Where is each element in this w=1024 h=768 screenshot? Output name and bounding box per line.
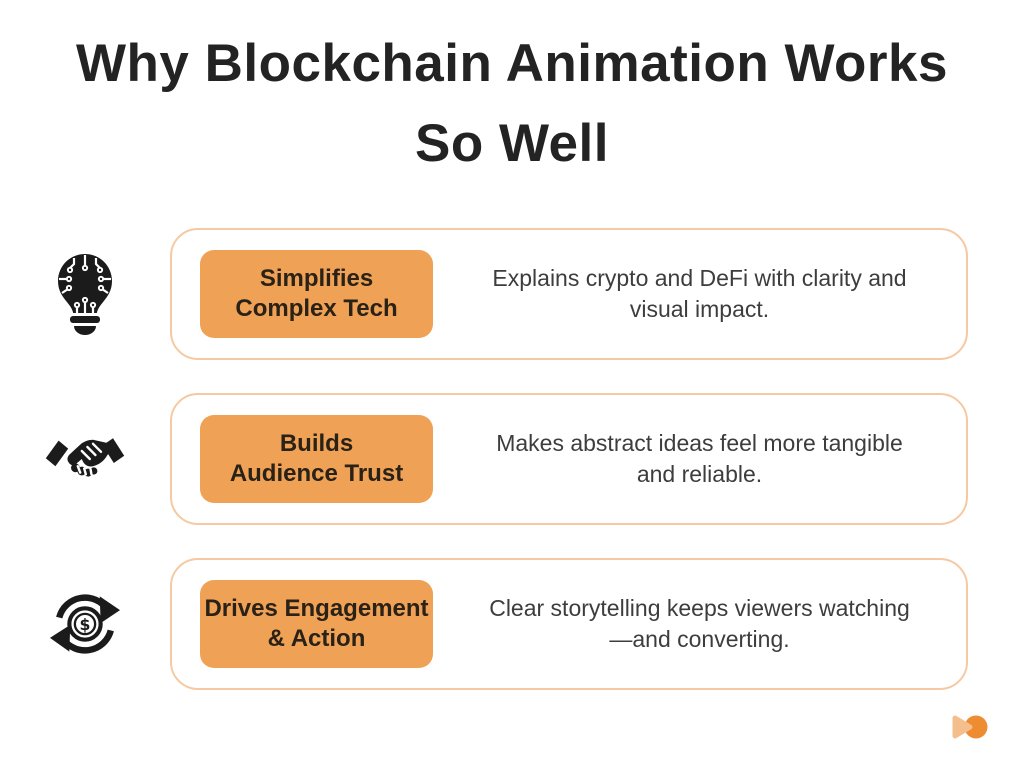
benefit-card: Simplifies Complex Tech Explains crypto … xyxy=(170,228,968,360)
benefit-rows: Simplifies Complex Tech Explains crypto … xyxy=(0,228,1024,723)
page-title-line1: Why Blockchain Animation Works xyxy=(76,34,948,93)
benefit-label: Builds Audience Trust xyxy=(200,415,433,503)
benefit-label-line2: Complex Tech xyxy=(235,295,398,322)
benefit-description-line1: Makes abstract ideas feel more tangible xyxy=(496,430,903,456)
benefit-label-line2: Audience Trust xyxy=(229,460,404,487)
benefit-label-line1: Simplifies xyxy=(259,265,374,292)
benefit-row-engagement: $ Drives Engagement & Action Clear story… xyxy=(0,558,1024,690)
benefit-row-trust: Builds Audience Trust Makes abstract ide… xyxy=(0,393,1024,525)
page-title-line2: So Well xyxy=(415,114,609,173)
benefit-description-line1: Clear storytelling keeps viewers watchin… xyxy=(489,595,910,621)
benefit-label: Drives Engagement & Action xyxy=(200,580,433,668)
brand-logo xyxy=(950,712,988,742)
benefit-label-line1: Builds xyxy=(279,430,354,457)
benefit-description-line2: visual impact. xyxy=(629,296,770,322)
benefit-label: Simplifies Complex Tech xyxy=(200,250,433,338)
benefit-description: Clear storytelling keeps viewers watchin… xyxy=(433,593,966,655)
benefit-row-simplifies: Simplifies Complex Tech Explains crypto … xyxy=(0,228,1024,360)
benefit-description-line2: and reliable. xyxy=(636,461,763,487)
benefit-description: Explains crypto and DeFi with clarity an… xyxy=(433,263,966,325)
brand-logo-icon xyxy=(952,715,988,739)
page-title: Why Blockchain Animation Works So Well xyxy=(0,24,1024,184)
benefit-description-line1: Explains crypto and DeFi with clarity an… xyxy=(492,265,907,291)
benefit-label-line1: Drives Engagement xyxy=(204,595,429,622)
benefit-card: Builds Audience Trust Makes abstract ide… xyxy=(170,393,968,525)
benefit-description: Makes abstract ideas feel more tangible … xyxy=(433,428,966,490)
benefit-description-line2: —and converting. xyxy=(609,626,790,652)
circuit-lightbulb-icon xyxy=(0,252,170,336)
handshake-icon xyxy=(0,433,170,485)
dollar-glyph: $ xyxy=(80,615,91,634)
dollar-cycle-icon: $ xyxy=(0,589,170,659)
benefit-label-line2: & Action xyxy=(267,625,366,652)
benefit-card: Drives Engagement & Action Clear storyte… xyxy=(170,558,968,690)
